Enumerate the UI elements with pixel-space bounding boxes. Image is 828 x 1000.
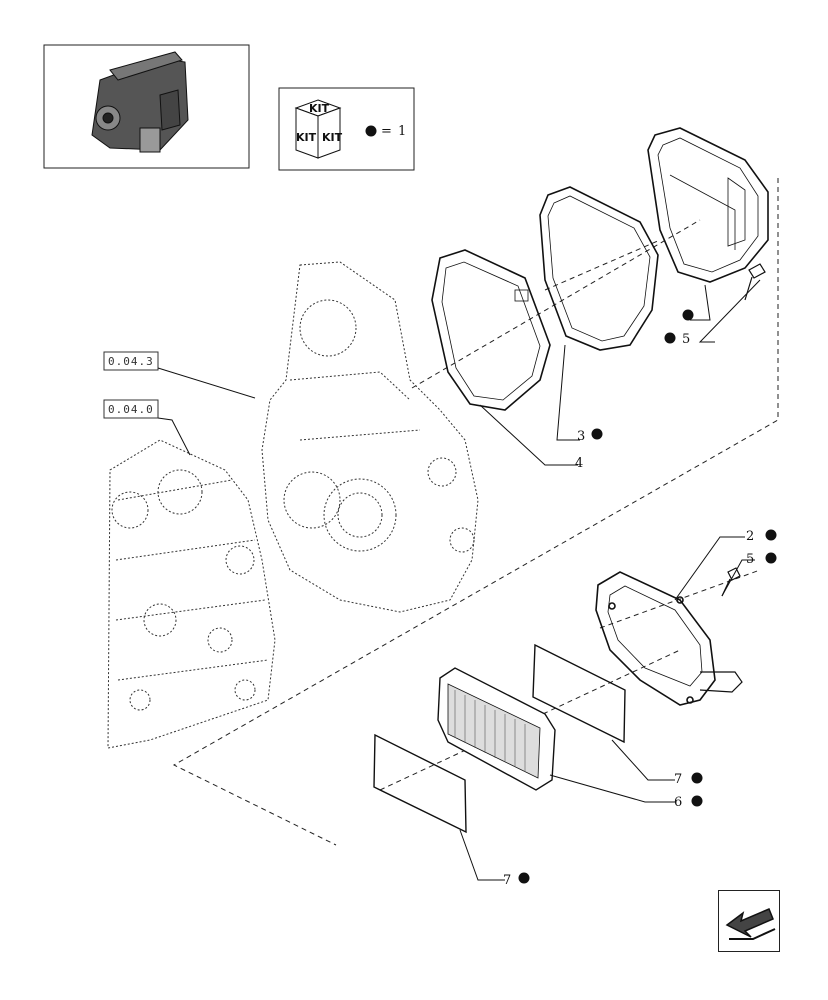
kit-dot-icon xyxy=(365,125,377,137)
reference-box-2[interactable]: 0.04.0 xyxy=(103,399,159,419)
leader-lines xyxy=(157,279,761,881)
callout-5-mid: 5 xyxy=(746,552,777,567)
gasket-part-3 xyxy=(539,186,659,351)
kit-label-left: KIT xyxy=(296,131,317,144)
callout-4: 4 xyxy=(575,456,584,471)
callout-label: 2 xyxy=(746,529,755,544)
callout-dot xyxy=(664,332,676,344)
callout-3: 3 xyxy=(577,428,603,444)
callout-label: 5 xyxy=(682,332,691,347)
callout-label: 4 xyxy=(575,456,584,471)
callout-label: 6 xyxy=(674,795,683,810)
arrow-left-down-icon xyxy=(725,908,776,940)
callout-7-mid: 7 xyxy=(674,772,703,787)
gasket-part-7-bottom xyxy=(373,733,467,834)
kit-box-icon: KIT KIT KIT xyxy=(294,99,343,159)
reference-box-1[interactable]: 0.04.3 xyxy=(103,351,159,371)
kit-label-right: KIT xyxy=(322,131,343,144)
kit-equals: = 1 xyxy=(381,124,407,139)
callout-dot xyxy=(765,552,777,564)
callout-label: 7 xyxy=(503,873,512,888)
callout-dot xyxy=(691,772,703,784)
engine-block xyxy=(107,439,276,749)
callout-dot xyxy=(765,529,777,541)
callout-2: 2 xyxy=(746,529,777,544)
engine-thumbnail xyxy=(43,44,250,169)
filter-part-6 xyxy=(437,667,556,791)
callout-dot xyxy=(682,309,694,321)
timing-housing xyxy=(261,261,479,613)
callout-label: 3 xyxy=(577,429,586,444)
callout-label: 7 xyxy=(674,772,683,787)
callout-7-bottom: 7 xyxy=(503,872,530,888)
callout-dot xyxy=(591,428,603,440)
cover-plate-top xyxy=(647,127,769,283)
gasket-part-7-mid xyxy=(532,643,626,744)
gasket-part-4 xyxy=(431,249,551,411)
side-cover-part-2 xyxy=(595,571,743,706)
callout-dot xyxy=(691,795,703,807)
callout-6: 6 xyxy=(674,795,703,810)
engine-icon xyxy=(91,51,189,153)
reference-label-2: 0.04.0 xyxy=(108,403,154,416)
bolt-icon xyxy=(744,263,766,301)
callout-label: 5 xyxy=(746,552,755,567)
callout-5-top: 5 xyxy=(664,309,694,347)
kit-legend: KIT KIT KIT = 1 xyxy=(278,87,415,171)
callout-dot xyxy=(518,872,530,884)
reference-label-1: 0.04.3 xyxy=(108,355,154,368)
next-page-button[interactable] xyxy=(718,890,780,952)
kit-label-top: KIT xyxy=(309,102,330,115)
